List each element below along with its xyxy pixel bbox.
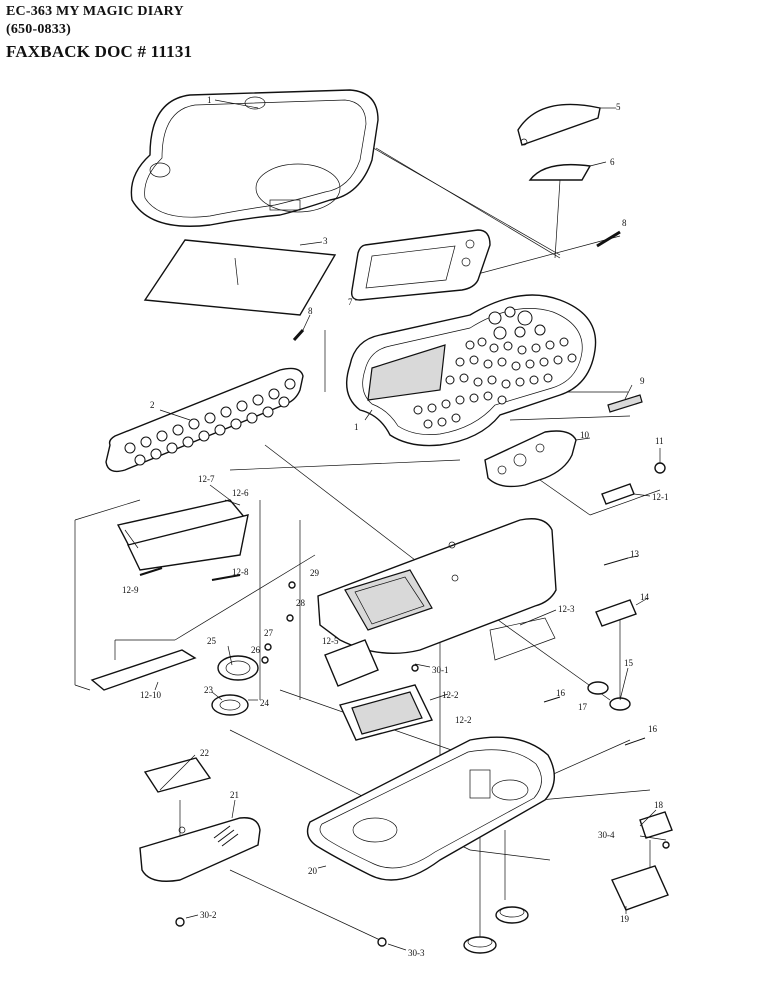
label-22: 22 xyxy=(200,748,209,758)
lcd-board-part-12 xyxy=(317,518,557,654)
lcd-strip-part-12-10 xyxy=(90,649,197,691)
circuit-part-10 xyxy=(484,430,577,488)
label-16: 16 xyxy=(556,688,566,698)
label-16b: 16 xyxy=(648,724,658,734)
label-30-1: 30-1 xyxy=(432,665,449,675)
label-12-9: 12-9 xyxy=(122,585,139,595)
label-8b: 8 xyxy=(308,306,313,316)
screw-part-30-3 xyxy=(377,937,387,947)
label-30-3: 30-3 xyxy=(408,948,425,958)
label-24: 24 xyxy=(260,698,270,708)
label-29: 29 xyxy=(310,568,320,578)
battery-1 xyxy=(463,936,497,954)
label-2: 2 xyxy=(150,400,155,410)
buzzer-part-25 xyxy=(217,655,259,681)
label-14: 14 xyxy=(640,592,650,602)
label-23: 23 xyxy=(204,685,214,695)
ring-part-23 xyxy=(211,694,249,716)
label-12-2b: 12-2 xyxy=(455,715,472,725)
lcd-panel-part-12-6 xyxy=(116,499,249,571)
lcd-rod-part-12-9 xyxy=(139,567,163,576)
label-12-5: 12-5 xyxy=(322,636,339,646)
top-cover-part-1 xyxy=(130,89,379,227)
label-12-1: 12-1 xyxy=(652,492,669,502)
label-30-4: 30-4 xyxy=(598,830,615,840)
button-part-15 xyxy=(587,681,631,711)
battery-2 xyxy=(495,906,529,924)
label-12-10: 12-10 xyxy=(140,690,161,700)
bracket-part-9 xyxy=(607,384,643,413)
screw-part-11 xyxy=(654,462,666,474)
label-7: 7 xyxy=(348,297,353,307)
label-20: 20 xyxy=(308,866,318,876)
battery-cover-part-21 xyxy=(139,817,261,882)
label-28: 28 xyxy=(296,598,306,608)
spring-part-13 xyxy=(603,557,629,566)
label-26: 26 xyxy=(251,645,261,655)
label-12-8: 12-8 xyxy=(232,567,249,577)
label-13: 13 xyxy=(630,549,640,559)
rear-case-part-20 xyxy=(306,736,555,881)
screw-part-30-1 xyxy=(411,664,419,672)
label-10: 10 xyxy=(580,430,590,440)
sheet-part-19 xyxy=(611,865,669,911)
label-12-3: 12-3 xyxy=(558,604,575,614)
lcd-part-12-5 xyxy=(324,639,379,687)
label-6: 6 xyxy=(610,157,615,167)
label-8a: 8 xyxy=(622,218,627,228)
top-sheet-part-3 xyxy=(143,239,337,316)
doc-title-line-1: EC-363 MY MAGIC DIARY xyxy=(6,4,184,19)
screw-part-30-4 xyxy=(662,841,670,849)
switch-part-14 xyxy=(595,599,637,627)
keypad-part-2 xyxy=(105,367,304,473)
part-27 xyxy=(264,643,272,651)
label-1-top-cover: 1 xyxy=(207,95,212,105)
label-17: 17 xyxy=(578,702,588,712)
label-21: 21 xyxy=(230,790,239,800)
label-12-2: 12-2 xyxy=(442,690,459,700)
label-3: 3 xyxy=(323,236,328,246)
pin-part-8a xyxy=(596,230,621,248)
lcd-rod-part-12-8 xyxy=(211,574,241,581)
label-11: 11 xyxy=(655,436,664,446)
pin-part-8b xyxy=(292,328,305,342)
plate-part-18 xyxy=(639,811,673,839)
part-number-labels: 1 5 6 8 3 7 8 1 2 9 10 11 12-1 12-7 12-6… xyxy=(122,95,669,958)
faxback-doc-number: FAXBACK DOC # 11131 xyxy=(6,42,193,61)
spring-part-16 xyxy=(543,696,646,746)
doc-part-number: (650-0833) xyxy=(6,22,71,37)
part-26 xyxy=(261,656,269,664)
screw-part-30-2 xyxy=(175,917,185,927)
label-19: 19 xyxy=(620,914,630,924)
callout-leaders xyxy=(154,99,667,951)
window-part-7 xyxy=(350,229,491,301)
label-9: 9 xyxy=(640,376,645,386)
part-29 xyxy=(288,581,296,589)
label-12-7: 12-7 xyxy=(198,474,215,484)
label-25: 25 xyxy=(207,636,217,646)
mirror-sheet-part-6 xyxy=(528,163,592,181)
label-part-22 xyxy=(143,757,212,793)
label-15: 15 xyxy=(624,658,634,668)
label-18: 18 xyxy=(654,800,664,810)
label-12-6: 12-6 xyxy=(232,488,249,498)
label-27: 27 xyxy=(264,628,274,638)
label-5: 5 xyxy=(616,102,621,112)
label-1-front-case: 1 xyxy=(354,422,359,432)
label-30-2: 30-2 xyxy=(200,910,217,920)
part-28 xyxy=(286,614,294,622)
lcd-frame-part-12-2 xyxy=(339,684,434,741)
mirror-part-5 xyxy=(517,103,601,146)
front-case-part-1 xyxy=(346,294,597,447)
